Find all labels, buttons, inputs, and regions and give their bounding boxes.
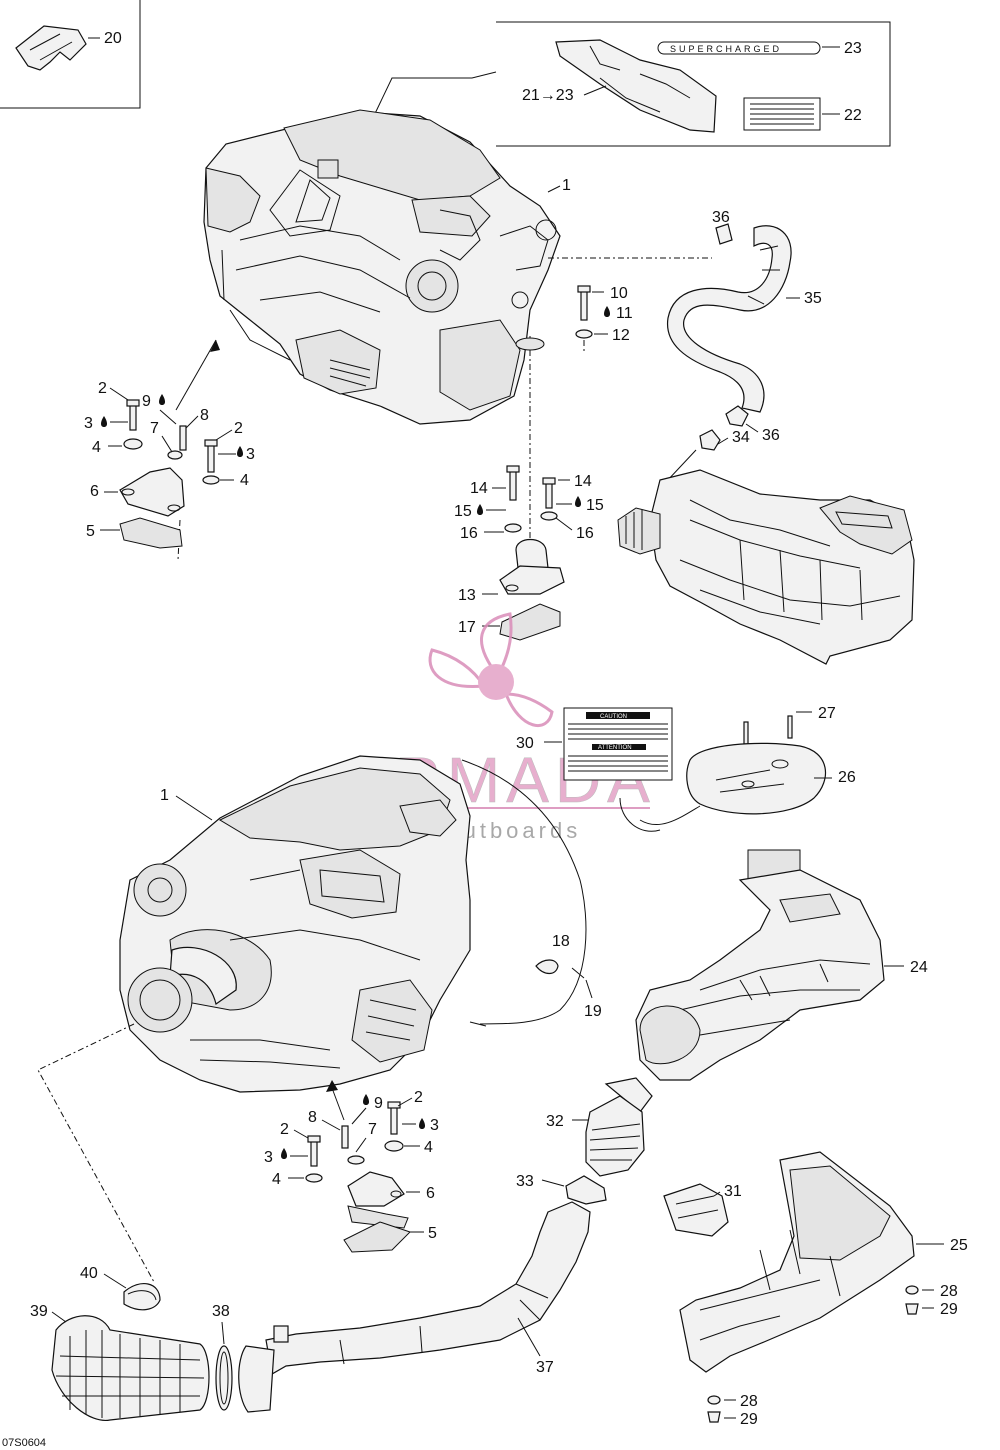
- thread-locker-drop-icon: [101, 416, 107, 427]
- callout-8-b: 8: [308, 1109, 317, 1126]
- figure-code: 07S0604: [2, 1437, 46, 1449]
- lower-cover-25: [663, 1151, 915, 1373]
- thread-locker-drop-icon: [419, 1118, 425, 1129]
- lower-engine: [119, 755, 471, 1093]
- callout-29-a: 29: [940, 1301, 958, 1318]
- callout-18: 18: [552, 933, 570, 950]
- fasteners-28-29: [707, 1285, 919, 1423]
- thread-locker-drop-icon: [159, 394, 165, 405]
- callout-4-b: 4: [240, 472, 249, 489]
- callout-20: 20: [104, 30, 122, 47]
- air-intake-silencer: [617, 449, 915, 665]
- callout-8-a: 8: [200, 407, 209, 424]
- callout-5-b: 5: [428, 1225, 437, 1242]
- callout-29-b: 29: [740, 1411, 758, 1428]
- callout-28-b: 28: [740, 1393, 758, 1410]
- caution-decal-30: CAUTION ATTENTION: [563, 707, 673, 781]
- callout-15-b: 15: [586, 497, 604, 514]
- callout-3-c: 3: [430, 1117, 439, 1134]
- callout-30: 30: [516, 735, 534, 752]
- supercharger-cover: [555, 39, 717, 133]
- intake-duct-assembly: [51, 1077, 653, 1421]
- callout-19: 19: [584, 1003, 602, 1020]
- callout-21-to-23: 21→23: [522, 87, 574, 104]
- part-20-clip: [15, 25, 87, 71]
- callout-24: 24: [910, 959, 928, 976]
- thread-locker-drop-icon: [237, 446, 243, 457]
- callout-4-c: 4: [424, 1139, 433, 1156]
- callout-7-a: 7: [150, 420, 159, 437]
- propeller-logo: [428, 612, 554, 728]
- callout-15-a: 15: [454, 503, 472, 520]
- callout-9-b: 9: [374, 1095, 383, 1112]
- callout-22: 22: [844, 107, 862, 124]
- callout-25: 25: [950, 1237, 968, 1254]
- upper-left-engine-mount: [119, 339, 220, 561]
- callout-36-bottom: 36: [762, 427, 780, 444]
- callout-17: 17: [458, 619, 476, 636]
- cable-19: [461, 759, 587, 1027]
- callout-23: 23: [844, 40, 862, 57]
- callout-3-b: 3: [246, 446, 255, 463]
- callout-3-a: 3: [84, 415, 93, 432]
- hose-assembly-35: [548, 223, 792, 451]
- callout-2-a: 2: [98, 380, 107, 397]
- callout-11: 11: [616, 305, 633, 322]
- callout-5-a: 5: [86, 523, 95, 540]
- upper-engine: [203, 109, 561, 425]
- callout-35: 35: [804, 290, 822, 307]
- callout-33: 33: [516, 1173, 534, 1190]
- callout-2-d: 2: [280, 1121, 289, 1138]
- callout-28-a: 28: [940, 1283, 958, 1300]
- callout-36-top: 36: [712, 209, 730, 226]
- callout-14-a: 14: [470, 480, 488, 497]
- callout-40: 40: [80, 1265, 98, 1282]
- thread-locker-drop-icon: [281, 1148, 287, 1159]
- callout-32: 32: [546, 1113, 564, 1130]
- callout-16-b: 16: [576, 525, 594, 542]
- callout-2-c: 2: [414, 1089, 423, 1106]
- callout-34: 34: [732, 429, 750, 446]
- callout-7-b: 7: [368, 1121, 377, 1138]
- callout-4-a: 4: [92, 439, 101, 456]
- thread-locker-drop-icon: [575, 496, 581, 507]
- callout-1-upper: 1: [562, 177, 571, 194]
- callout-26: 26: [838, 769, 856, 786]
- callout-38: 38: [212, 1303, 230, 1320]
- supercharged-decal-text: SUPERCHARGED: [670, 44, 782, 54]
- callout-14-b: 14: [574, 473, 592, 490]
- callout-12: 12: [612, 327, 630, 344]
- callout-1-lower: 1: [160, 787, 169, 804]
- lower-engine-mount: [305, 1080, 411, 1253]
- callout-13: 13: [458, 587, 476, 604]
- callout-10: 10: [610, 285, 628, 302]
- callout-3-d: 3: [264, 1149, 273, 1166]
- callout-4-d: 4: [272, 1171, 281, 1188]
- callout-37: 37: [536, 1359, 554, 1376]
- callout-39: 39: [30, 1303, 48, 1320]
- bolt-10-group: [575, 285, 593, 339]
- callout-31: 31: [724, 1183, 742, 1200]
- center-engine-mount: [499, 465, 565, 641]
- air-box-24: [619, 715, 885, 1081]
- callout-16-a: 16: [460, 525, 478, 542]
- inset-box-part-20: 20: [0, 0, 141, 109]
- inset-box-supercharger-decals: SUPERCHARGED 23 22 21→23: [369, 21, 891, 147]
- callout-6-a: 6: [90, 483, 99, 500]
- supercharged-decal: [657, 41, 821, 55]
- thread-locker-drop-icon: [363, 1094, 369, 1105]
- callout-2-b: 2: [234, 420, 243, 437]
- attention-title: ATTENTION: [598, 745, 632, 751]
- callout-6-b: 6: [426, 1185, 435, 1202]
- caution-title: CAUTION: [600, 714, 627, 720]
- callout-27: 27: [818, 705, 836, 722]
- thread-locker-drop-icon: [604, 306, 610, 317]
- thread-locker-drop-icon: [477, 504, 483, 515]
- callout-9-a: 9: [142, 393, 151, 410]
